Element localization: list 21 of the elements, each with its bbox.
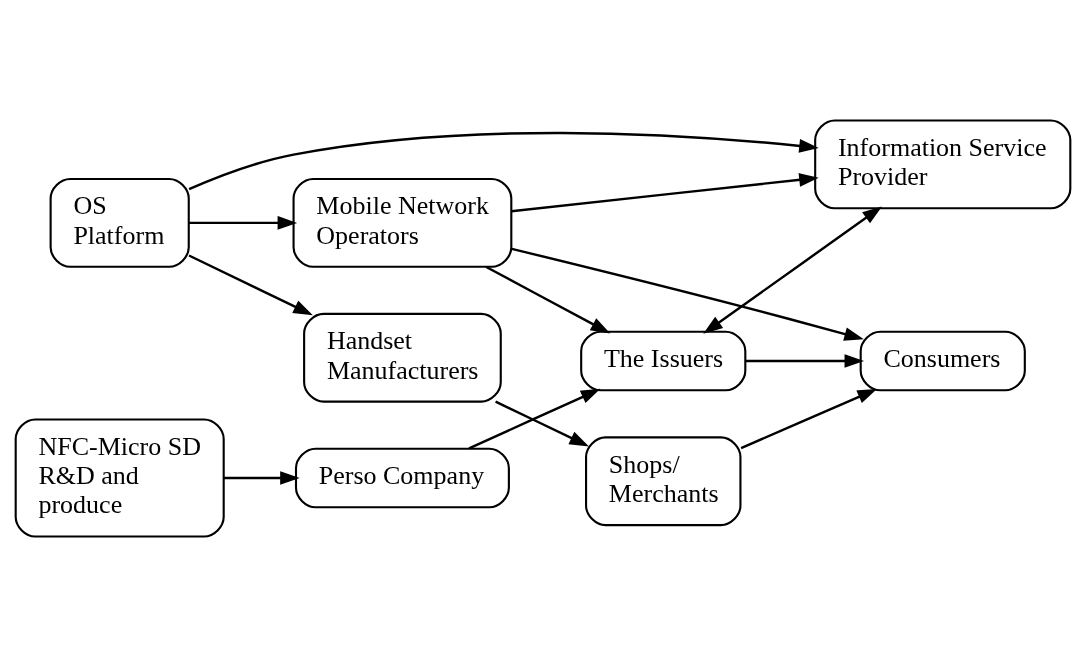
node-box: Shops/ Merchants [585,436,742,527]
node-box: Perso Company [294,447,510,509]
arrow [188,131,819,191]
arrow [188,254,313,316]
node-box: OS Platform [49,177,190,268]
arrow [495,400,589,447]
arrow [745,354,865,368]
node-box: NFC-Micro SD R&D and produce [14,418,225,538]
arrow [740,388,877,450]
arrow [703,206,882,334]
arrow [468,388,601,450]
arrow [511,173,819,213]
arrow [485,265,611,334]
arrow [511,247,864,341]
node-box: Mobile Network Operators [292,177,513,268]
arrow [223,471,300,485]
node-box: Handset Manufacturers [303,312,502,403]
arrow [189,216,298,230]
node-box: Consumers [859,330,1026,392]
node-box: The Issuers [580,330,747,392]
node-box: Information Service Provider [814,119,1072,210]
